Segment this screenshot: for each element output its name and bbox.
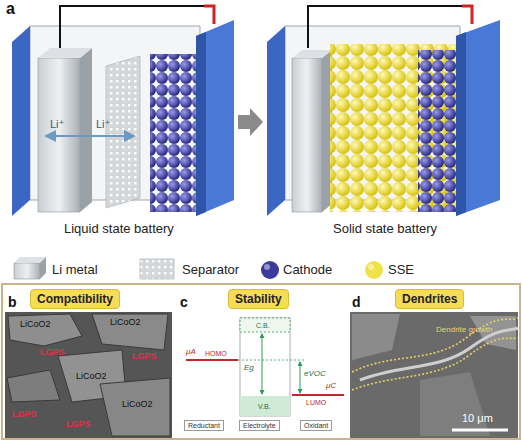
energy-label: μA	[186, 348, 196, 357]
legend-swatch	[365, 261, 383, 279]
legend-li-metal-icon	[14, 263, 40, 279]
caption: Liquid state battery	[64, 222, 174, 236]
legend-li-metal-icon	[40, 257, 46, 279]
region-box: Reductant	[184, 420, 224, 431]
node-text: Stability	[235, 292, 282, 306]
particle	[7, 370, 60, 402]
current-collector	[456, 20, 500, 216]
panel-tag: Compatibility	[30, 289, 120, 309]
panel-letter: d	[352, 295, 361, 310]
panel-letter: c	[180, 295, 188, 310]
sem-image	[350, 312, 518, 438]
legend-text: Cathode	[283, 263, 332, 277]
electrolyte-window	[240, 318, 290, 416]
current-collector	[196, 32, 206, 216]
material-label: LGPS	[66, 420, 91, 430]
node-text: Compatibility	[37, 292, 113, 306]
material-label: LGPS	[132, 352, 157, 362]
swatch-highlight	[368, 264, 374, 270]
particle	[8, 314, 82, 346]
material-label: LiCoO2	[110, 318, 141, 328]
sse-layer	[330, 44, 458, 212]
ion-label: Li⁺	[50, 118, 64, 130]
region-box: Oxidant	[300, 420, 332, 431]
legend-swatches	[261, 261, 383, 279]
ion-label: Li⁺	[96, 118, 110, 130]
li-metal-anode	[38, 48, 92, 58]
energy-label: V.B.	[258, 403, 271, 411]
material-label: LiCoO2	[122, 400, 153, 410]
material-label: LGPS	[40, 348, 65, 358]
wire-terminal	[204, 6, 214, 24]
panel-letter: a	[6, 0, 15, 18]
cathode-layer	[150, 54, 198, 212]
panel-tag: Dendrites	[395, 289, 464, 309]
band-gap-arrow	[262, 334, 263, 394]
scale-label: 10 μm	[462, 412, 493, 424]
region-box: Electrolyte	[239, 420, 280, 431]
li-metal-anode	[292, 50, 332, 58]
node-text: Dendrites	[402, 292, 457, 306]
scale-bar	[452, 429, 508, 432]
voltage-arrow	[300, 362, 301, 393]
energy-label: LUMO	[306, 399, 326, 407]
particle	[100, 378, 170, 436]
conduction-band	[240, 318, 290, 332]
node-text: Reductant	[188, 422, 220, 429]
legend-text: Separator	[182, 263, 239, 277]
particle	[92, 314, 168, 350]
current-collector	[267, 26, 285, 216]
node-text: Electrolyte	[243, 422, 276, 429]
energy-label: eVOC	[304, 370, 326, 379]
legend-swatch	[261, 261, 279, 279]
ion-arrow	[46, 135, 134, 137]
guide-line	[238, 360, 306, 361]
panel-frame	[2, 284, 520, 439]
energy-label: Eg	[244, 364, 254, 373]
energy-label: C.B.	[256, 322, 270, 330]
wire	[60, 6, 204, 48]
wire-terminal	[462, 6, 472, 24]
li-metal-anode	[292, 58, 322, 212]
swatch-highlight	[264, 264, 270, 270]
legend-text: SSE	[388, 263, 414, 277]
material-label: LGPS	[12, 410, 37, 420]
current-collector	[456, 32, 466, 216]
wire	[308, 6, 462, 48]
valence-band	[240, 396, 290, 416]
node-text: Oxidant	[304, 422, 328, 429]
separator	[106, 56, 140, 208]
li-metal-anode	[80, 48, 92, 212]
sem-image	[5, 312, 172, 438]
lumo-level	[292, 394, 344, 396]
legend-separator-icon	[140, 259, 174, 279]
current-collector	[196, 20, 234, 216]
surface-facet	[352, 314, 400, 360]
energy-label: μC	[326, 382, 336, 391]
panel-letter: b	[8, 295, 17, 310]
legend-text: Li metal	[52, 263, 98, 277]
dendrite	[360, 328, 518, 380]
surface-facet	[420, 372, 490, 436]
cathode-layer	[418, 50, 458, 212]
caption: Solid state battery	[333, 222, 437, 236]
material-label: LiCoO2	[76, 372, 107, 382]
energy-label: HOMO	[205, 350, 227, 358]
current-collector	[12, 26, 30, 216]
annotation: Dendrite growth	[436, 326, 492, 335]
transition-arrow	[238, 108, 263, 136]
material-label: LiCoO2	[20, 320, 51, 330]
homo-level	[186, 359, 238, 361]
panel-tag: Stability	[228, 289, 289, 309]
